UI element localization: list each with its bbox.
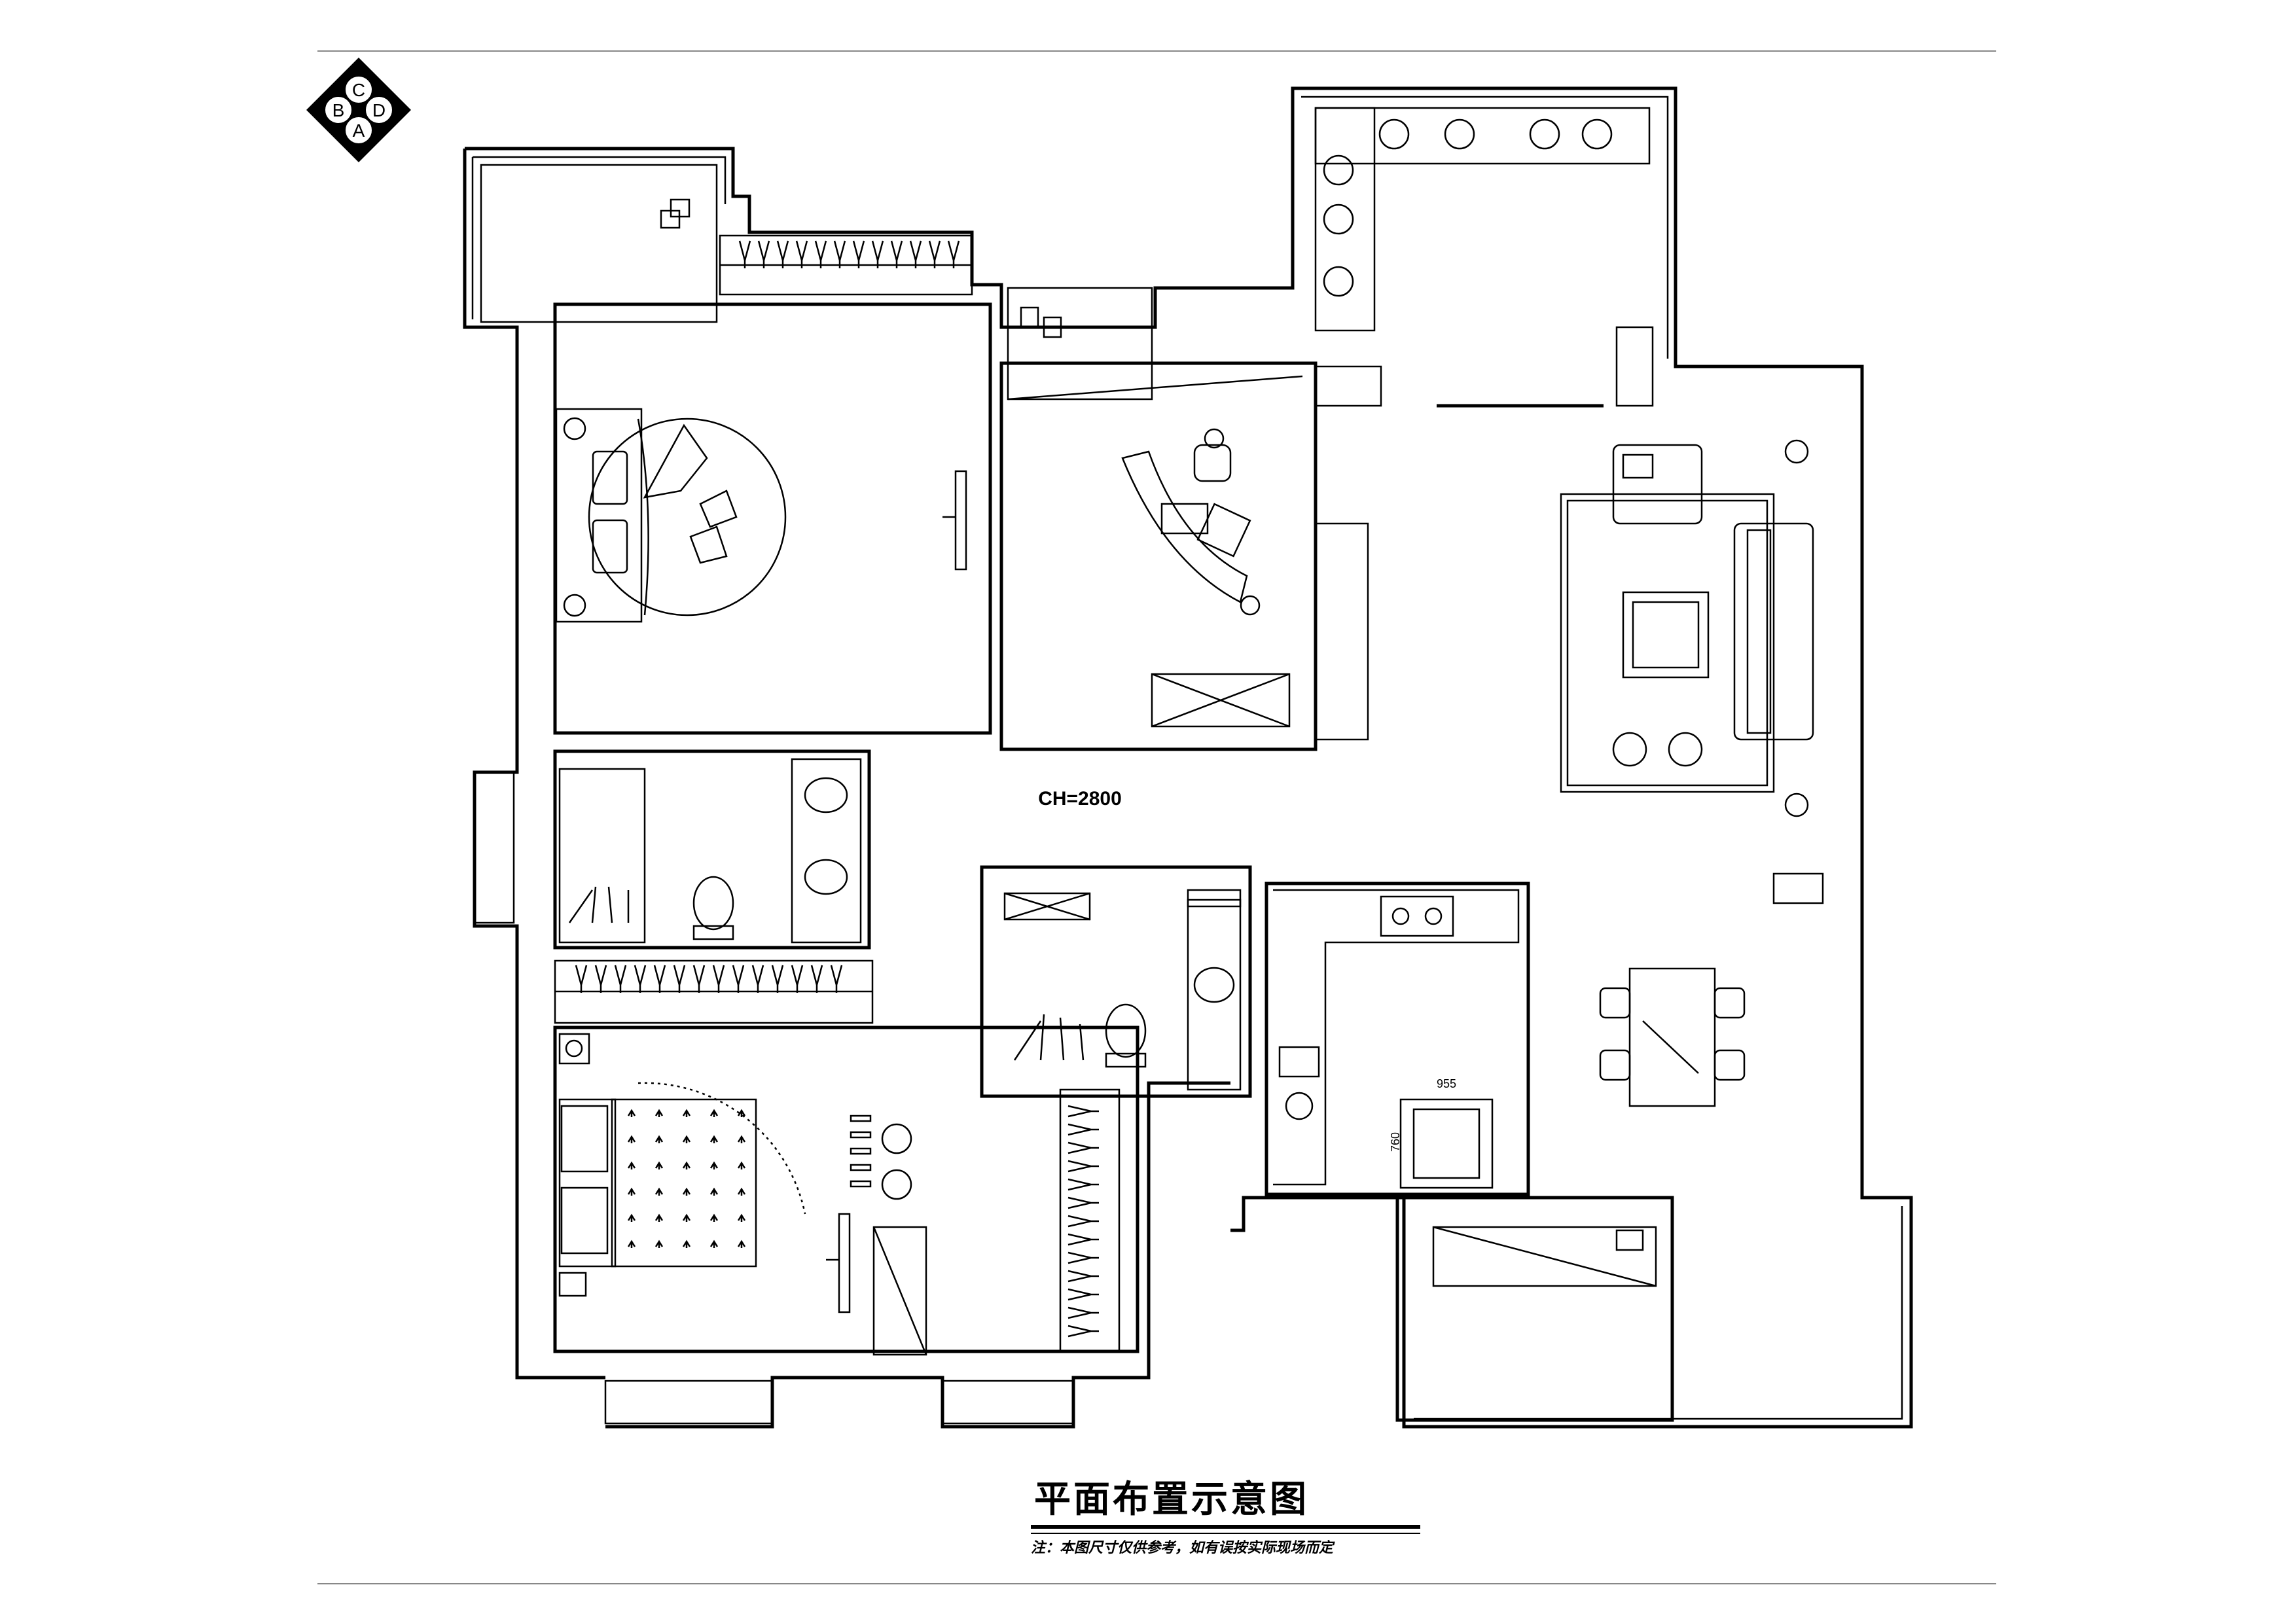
study-chair-icon (1020, 306, 1062, 338)
sofa-icon (1733, 522, 1814, 741)
top-right-planters (1314, 107, 1651, 332)
wardrobe-hangers (575, 965, 843, 993)
bedroom-2-cabinet (872, 1226, 927, 1356)
bedroom-2-walls (553, 1026, 1139, 1353)
bath-2-toilet (1105, 1003, 1147, 1068)
bedroom-2-tv-icon (826, 1213, 851, 1313)
balcony-top-left (480, 164, 718, 323)
stove-width-dim: 955 (1437, 1077, 1456, 1090)
fridge-box (1399, 1098, 1494, 1189)
bedroom-2-shelf (850, 1115, 872, 1188)
plant-icon (1323, 118, 1613, 297)
wardrobe-hangers (738, 240, 960, 268)
compass-label-top: C (352, 80, 365, 100)
study-desk (1121, 428, 1261, 616)
floor-lamp-icon (1784, 793, 1809, 817)
drawing-title: 平面布置示意图 (1034, 1478, 1309, 1520)
compass-label-bottom: A (353, 120, 365, 141)
master-bed (555, 408, 787, 623)
bath-2-vanity (1187, 889, 1242, 1091)
bay-window-right (941, 1380, 1075, 1425)
kitchen-walls (1265, 882, 1530, 1196)
living-rug (1560, 493, 1775, 793)
kitchen-sink-icon (1278, 1046, 1320, 1120)
ceiling-height-label: CH=2800 (1038, 788, 1122, 810)
drawing-note: 注：本图尺寸仅供参考，如有误按实际现场而定 (1031, 1539, 1335, 1556)
study-cabinet (1151, 673, 1291, 728)
armchair-icon (1612, 444, 1703, 525)
kitchen-counter (1273, 889, 1520, 1186)
study-walls (999, 361, 1318, 751)
wardrobe-hangers (1067, 1105, 1099, 1338)
compass-label-right: D (372, 100, 386, 120)
bathroom-2-walls (980, 865, 1252, 1098)
master-tv-icon (942, 470, 967, 571)
exterior-walls (463, 86, 1913, 1429)
bath-2-shower (1003, 892, 1091, 1061)
stove-depth-dim: 760 (1389, 1132, 1402, 1152)
bath-1-toilet (692, 876, 734, 940)
compass-label-left: B (332, 100, 345, 120)
utility-counter (1432, 1226, 1657, 1287)
study-balcony (1007, 287, 1153, 401)
living-room (1314, 326, 1654, 741)
bed-cover-pattern (627, 1109, 746, 1248)
bay-window-left (604, 1380, 774, 1425)
bath-1-vanity (791, 758, 862, 944)
office-chair-icon (1193, 428, 1232, 482)
bathroom-1-walls (553, 749, 871, 950)
plant-icon (881, 1123, 912, 1200)
bedroom-2-bed (558, 1033, 806, 1297)
side-cabinet (1772, 872, 1824, 904)
cooktop-icon (1380, 895, 1454, 937)
bay-window-side (473, 771, 515, 924)
bedroom-2-wardrobe (554, 959, 874, 1024)
bedroom-2-closet (1059, 1088, 1121, 1353)
bathtub (558, 768, 646, 944)
master-bedroom-walls (553, 302, 992, 735)
dining-table (1599, 967, 1746, 1107)
balcony-chair-icon (660, 198, 691, 229)
stool-icon (1612, 732, 1703, 767)
floor-lamp-icon (1784, 439, 1809, 464)
utility-room-walls (1395, 1196, 1674, 1422)
master-wardrobe (719, 234, 973, 296)
orientation-compass: C B D A (306, 58, 411, 162)
